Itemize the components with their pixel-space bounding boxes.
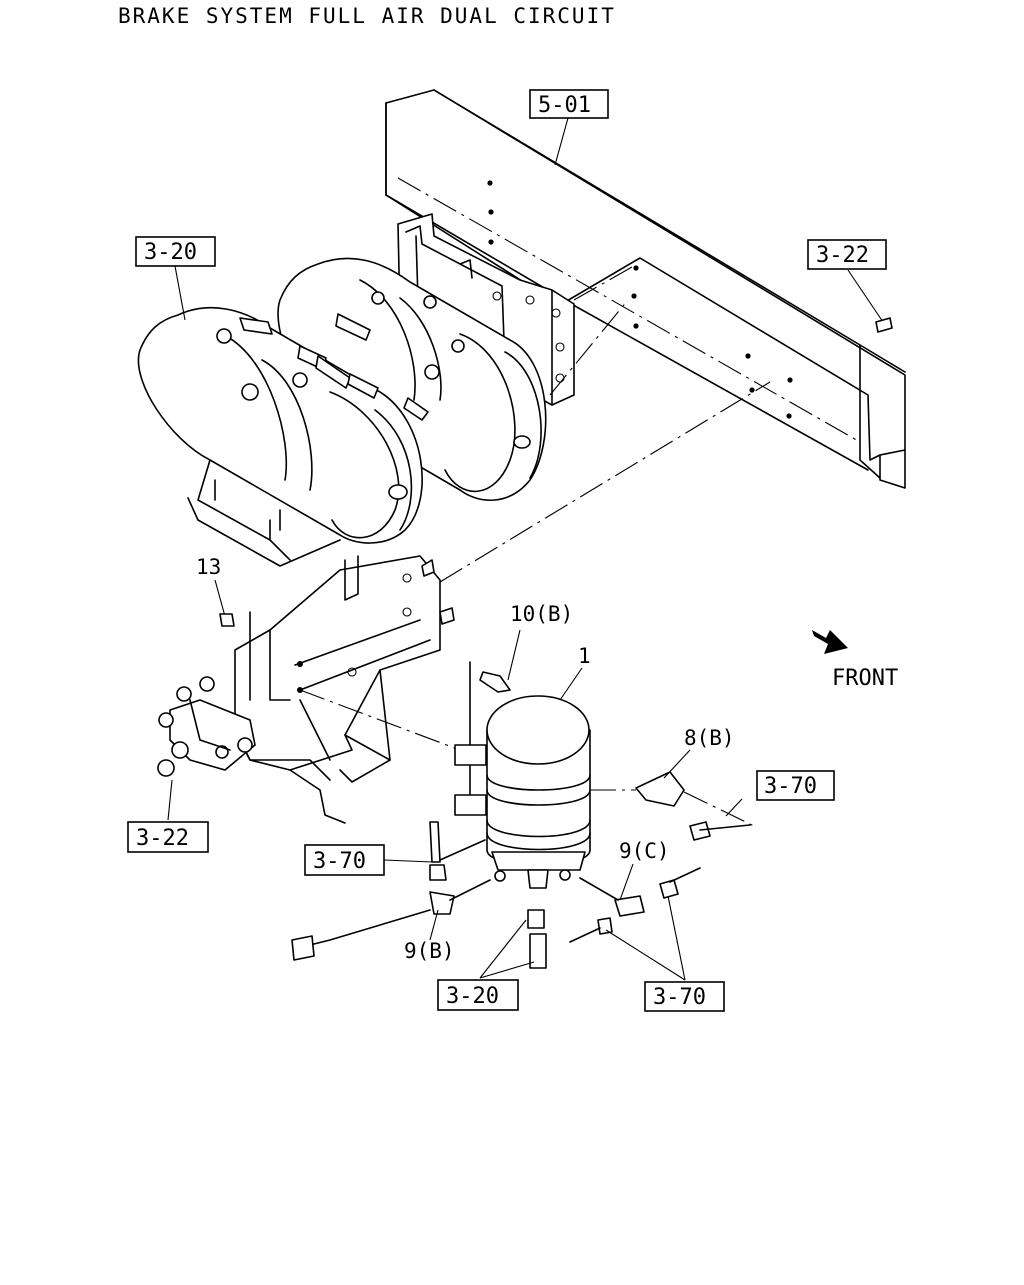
air-dryer: [454, 661, 755, 889]
front-label: FRONT: [832, 666, 898, 691]
reference-box-label: 3-70: [653, 985, 706, 1010]
reference-box-label: 3-22: [816, 243, 869, 268]
part-number-8b: 8(B): [684, 726, 735, 750]
lines-and-fittings: [291, 821, 701, 969]
reference-box-label: 3-70: [764, 774, 817, 799]
reference-box-label: 3-20: [144, 240, 197, 265]
tank-fittings: [239, 291, 465, 421]
reference-box-3-20-lower[interactable]: 3-20: [437, 979, 519, 1011]
reference-box-5-01[interactable]: 5-01: [529, 89, 609, 119]
part-number-9c: 9(C): [619, 839, 670, 863]
reference-box-label: 3-20: [446, 984, 499, 1009]
reference-box-3-20-upper[interactable]: 3-20: [135, 236, 216, 267]
leader-lines: [167, 117, 893, 981]
reference-box-3-70-lower[interactable]: 3-70: [644, 981, 725, 1012]
reference-box-3-22-upper[interactable]: 3-22: [807, 239, 887, 270]
diagram-title: BRAKE SYSTEM FULL AIR DUAL CIRCUIT: [118, 4, 616, 28]
reference-box-label: 3-22: [136, 826, 189, 851]
front-arrow-icon: [812, 630, 848, 654]
reference-box-label: 3-70: [313, 849, 366, 874]
reference-box-3-70-left[interactable]: 3-70: [304, 844, 385, 876]
reference-box-label: 5-01: [538, 93, 591, 118]
part-number-9b: 9(B): [404, 939, 455, 963]
part-number-10b: 10(B): [510, 602, 573, 626]
reference-box-3-70-right[interactable]: 3-70: [756, 770, 835, 801]
reference-box-3-22-lower[interactable]: 3-22: [127, 821, 209, 853]
part-number-13: 13: [196, 555, 221, 579]
air-tank-front: [137, 306, 423, 567]
part-number-1: 1: [578, 644, 591, 668]
relay-valve-cluster: [157, 676, 256, 777]
